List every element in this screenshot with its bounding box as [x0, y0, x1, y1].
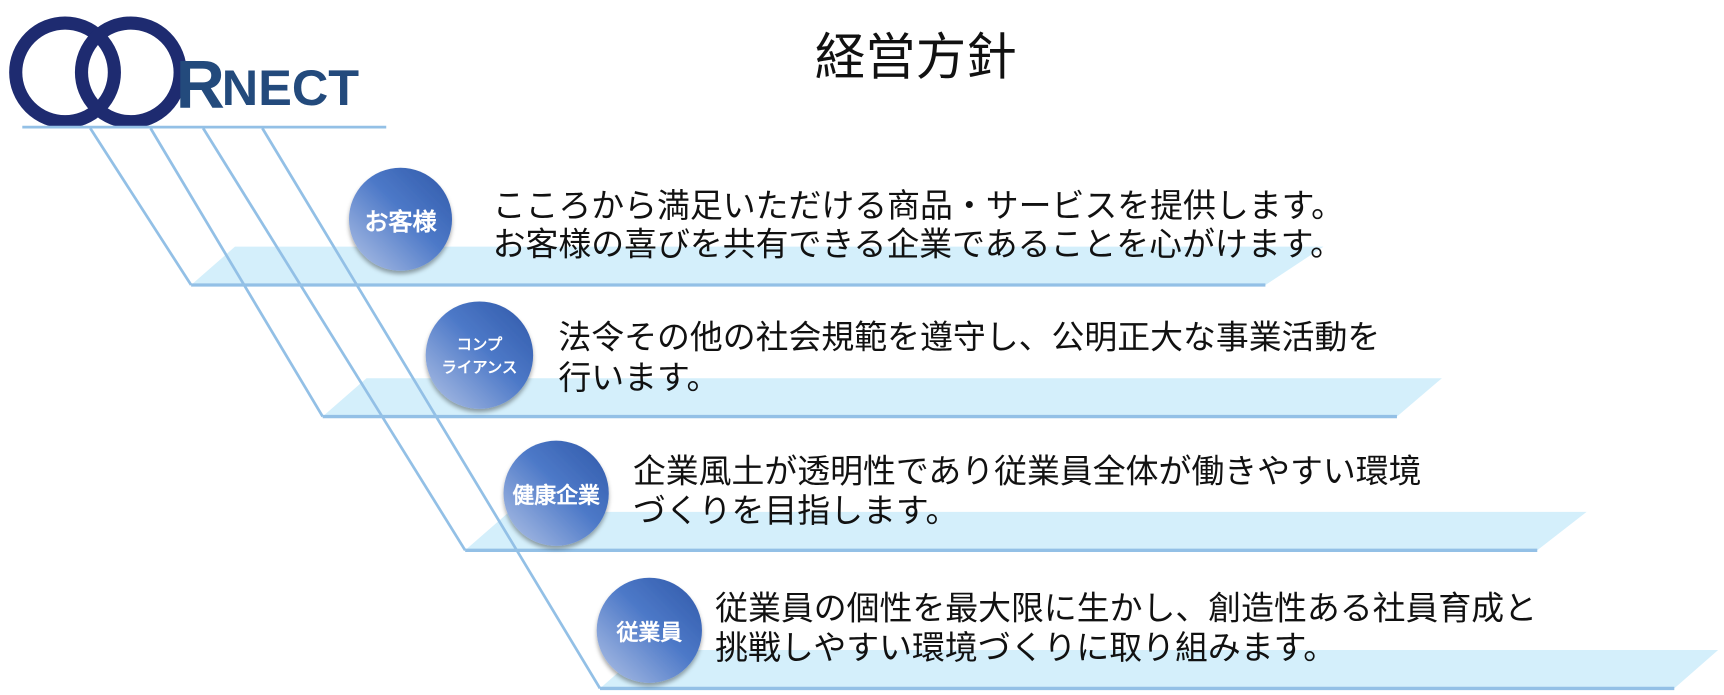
- svg-text:お客様: お客様: [364, 208, 437, 236]
- svg-text:ライアンス: ライアンス: [442, 359, 518, 377]
- badge-compliance: コンプ ライアンス: [425, 301, 534, 409]
- svg-text:法令その他の社会規範を遵守し、公明正大な事業活動を: 法令その他の社会規範を遵守し、公明正大な事業活動を: [558, 318, 1380, 357]
- badge-healthy-company: 健康企業: [503, 440, 609, 546]
- policy-text-customers: こころから満足いただける商品・サービスを提供します。 お客様の喜びを共有できる企…: [493, 186, 1344, 263]
- svg-text:お客様の喜びを共有できる企業であることを心がけます。: お客様の喜びを共有できる企業であることを心がけます。: [493, 224, 1343, 263]
- policy-text-compliance: 法令その他の社会規範を遵守し、公明正大な事業活動を 行います。: [558, 318, 1380, 398]
- svg-text:行います。: 行います。: [558, 358, 719, 397]
- policy-text-employees: 従業員の個性を最大限に生かし、創造性ある社員育成と 挑戦しやすい環境づくりに取り…: [715, 588, 1537, 666]
- band-4: [600, 650, 1719, 691]
- company-logo: R NECT: [9, 16, 359, 129]
- svg-text:従業員: 従業員: [615, 620, 682, 646]
- svg-text:コンプ: コンプ: [457, 336, 503, 354]
- band-1: [191, 246, 1324, 287]
- connector-lines: [22, 125, 602, 690]
- logo-text: NECT: [222, 59, 359, 116]
- svg-text:挑戦しやすい環境づくりに取り組みます。: 挑戦しやすい環境づくりに取り組みます。: [715, 628, 1336, 667]
- svg-text:づくりを目指します。: づくりを目指します。: [633, 491, 958, 530]
- band-3: [465, 511, 1587, 552]
- band-2: [322, 378, 1442, 419]
- badge-employees: 従業員: [596, 577, 702, 683]
- logo-letter-r: R: [176, 46, 225, 122]
- svg-text:企業風土が透明性であり従業員全体が働きやすい環境: 企業風土が透明性であり従業員全体が働きやすい環境: [633, 451, 1422, 490]
- svg-text:健康企業: 健康企業: [512, 483, 600, 509]
- policy-text-healthy-company: 企業風土が透明性であり従業員全体が働きやすい環境 づくりを目指します。: [633, 451, 1422, 529]
- svg-text:従業員の個性を最大限に生かし、創造性ある社員育成と: 従業員の個性を最大限に生かし、創造性ある社員育成と: [715, 588, 1537, 627]
- page-title: 経営方針: [815, 28, 1017, 87]
- svg-text:こころから満足いただける商品・サービスを提供します。: こころから満足いただける商品・サービスを提供します。: [493, 186, 1344, 225]
- badge-customers: お客様: [348, 167, 453, 271]
